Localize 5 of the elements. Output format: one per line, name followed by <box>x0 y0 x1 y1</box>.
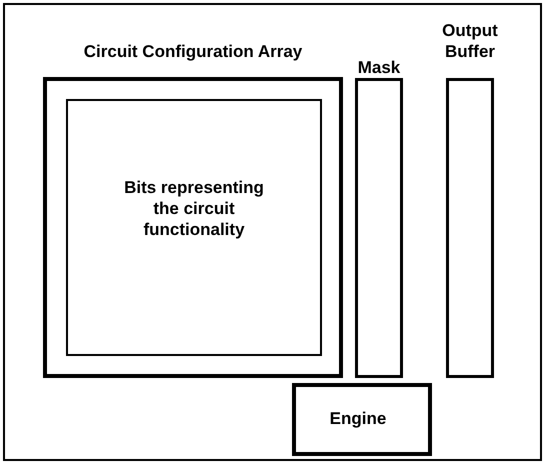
heading-label: Circuit Configuration Array <box>82 41 304 62</box>
heading-label: Mask <box>356 58 402 78</box>
heading-label: Output Buffer <box>441 20 499 62</box>
box-label: Engine <box>328 408 388 429</box>
box-label: Bits representing the circuit functionality <box>123 177 265 240</box>
